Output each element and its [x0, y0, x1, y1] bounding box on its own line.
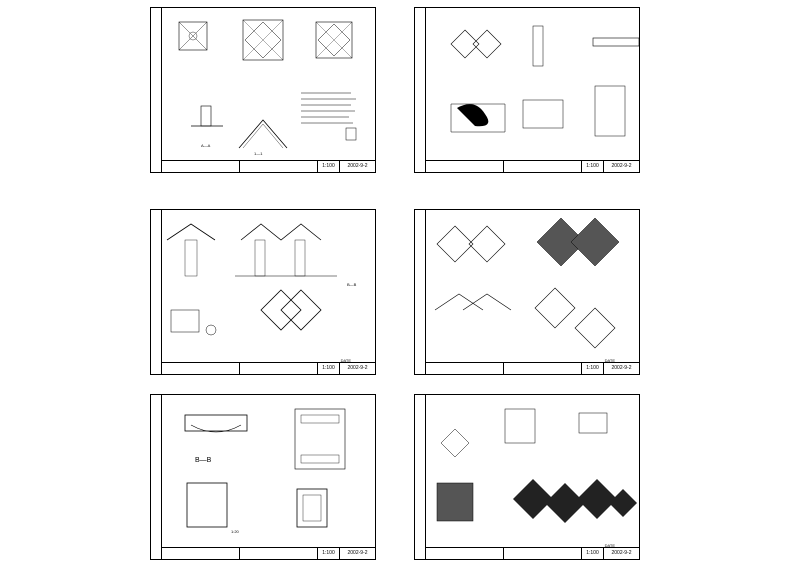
date-label: DATE — [340, 358, 351, 363]
drawing-sheet-1: A—A 1—1 1:100 2002-9-2 — [150, 7, 376, 173]
scale-note: 1:20 — [231, 529, 239, 534]
pavilion-detail-drawing — [425, 210, 620, 365]
scale-value: 1:100 — [317, 363, 339, 374]
pavilion-paving-drawing — [425, 395, 637, 550]
date-value: 2002-9-2 — [339, 161, 375, 172]
date-value: 2002-9-2 — [339, 548, 375, 559]
scale-value: 1:100 — [581, 363, 603, 374]
pavilion-detail-drawing — [161, 210, 337, 365]
date-value: 2002-9-2 — [603, 161, 639, 172]
title-block: 1:100 2002-9-2 — [425, 160, 639, 172]
drawing-sheet-2: 1:100 2002-9-2 — [414, 7, 640, 173]
title-block: 1:100 2002-9-2 — [161, 362, 375, 374]
section-label: 1—1 — [254, 151, 263, 156]
scale-value: 1:100 — [581, 161, 603, 172]
scale-value: 1:100 — [317, 548, 339, 559]
drawing-sheet-4: DATE 1:100 2002-9-2 — [414, 209, 640, 375]
section-label: B—B — [195, 457, 212, 464]
section-label: A—A — [201, 143, 211, 148]
title-block: 1:100 2002-9-2 — [425, 547, 639, 559]
date-label: DATE — [604, 543, 615, 548]
scale-value: 1:100 — [317, 161, 339, 172]
date-value: 2002-9-2 — [603, 363, 639, 374]
drawing-sheet-5: B—B 1:20 1:100 2002-9-2 — [150, 394, 376, 560]
foundation-detail-drawing — [161, 395, 346, 550]
scale-value: 1:100 — [581, 548, 603, 559]
drawing-sheet-3: B—B DATE 1:100 2002-9-2 — [150, 209, 376, 375]
date-value: 2002-9-2 — [339, 363, 375, 374]
title-block: 1:100 2002-9-2 — [425, 362, 639, 374]
date-label: DATE — [604, 358, 615, 363]
pavilion-detail-drawing — [161, 8, 357, 163]
pavilion-detail-drawing — [425, 8, 640, 163]
date-value: 2002-9-2 — [603, 548, 639, 559]
title-block: 1:100 2002-9-2 — [161, 160, 375, 172]
section-label: B—B — [347, 282, 357, 287]
drawing-sheet-6: DATE 1:100 2002-9-2 — [414, 394, 640, 560]
title-block: 1:100 2002-9-2 — [161, 547, 375, 559]
